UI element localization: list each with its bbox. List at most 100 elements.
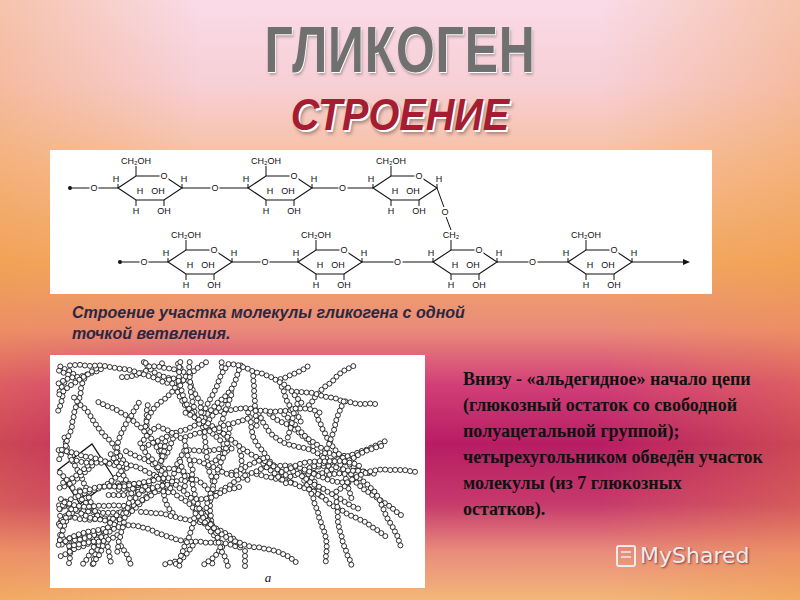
glucose-bead <box>233 539 238 544</box>
glucose-bead <box>327 459 332 464</box>
glucose-bead <box>363 401 368 406</box>
glucose-bead <box>325 477 330 482</box>
glucose-bead <box>316 510 321 515</box>
glucose-bead <box>187 370 192 375</box>
glucose-bead <box>288 474 293 479</box>
glucose-bead <box>335 519 340 524</box>
glucose-bead <box>347 557 352 562</box>
glucose-bead <box>250 369 255 374</box>
glucose-bead <box>236 419 241 424</box>
atom-label: H <box>230 248 239 258</box>
glucose-bead <box>317 459 322 464</box>
glucose-bead <box>337 471 342 476</box>
glucose-bead <box>57 392 62 397</box>
glucose-bead <box>86 540 91 545</box>
glucose-bead <box>189 394 194 399</box>
glucose-bead <box>96 400 101 405</box>
glucose-bead <box>124 449 129 454</box>
glucose-bead <box>159 511 164 516</box>
glucose-bead <box>66 434 71 439</box>
glucose-bead <box>190 399 195 404</box>
glucose-bead <box>226 362 231 367</box>
glucose-bead <box>221 455 226 460</box>
glucose-bead <box>184 448 189 453</box>
glucose-bead <box>309 390 314 395</box>
atom-label: H <box>495 248 504 258</box>
glucose-bead <box>107 365 112 370</box>
glucose-bead <box>131 486 136 491</box>
atom-label: H <box>360 248 369 258</box>
atom-label: OH <box>206 280 222 290</box>
glucose-bead <box>129 374 134 379</box>
glucose-bead <box>217 447 222 452</box>
glucose-bead <box>283 408 288 413</box>
glucose-bead <box>56 381 61 386</box>
glucose-bead <box>379 444 384 449</box>
glucose-bead <box>57 538 62 543</box>
atom-label: CH₂OH <box>250 156 282 166</box>
glucose-bead <box>395 533 400 538</box>
glucose-bead <box>97 484 102 489</box>
bond <box>266 166 267 176</box>
glucose-bead <box>206 463 211 468</box>
bridge-oxygen-label: O <box>139 257 148 267</box>
glucose-bead <box>151 478 156 483</box>
glucose-bead <box>336 524 341 529</box>
glucose-bead <box>107 554 112 559</box>
glucose-bead <box>188 390 193 395</box>
glucose-bead <box>358 402 363 407</box>
glucose-bead <box>168 560 173 565</box>
glucose-bead <box>101 510 106 515</box>
glucose-bead <box>96 528 101 533</box>
glucose-bead <box>382 439 387 444</box>
glucose-bead <box>252 383 257 388</box>
glucose-bead <box>155 484 160 489</box>
glucose-bead <box>332 459 337 464</box>
glucose-bead <box>195 501 200 506</box>
glucose-bead <box>57 538 62 543</box>
glucose-bead <box>203 445 208 450</box>
glucose-bead <box>154 511 159 516</box>
glucose-bead <box>357 463 362 468</box>
glucose-bead <box>125 506 130 511</box>
atom-label: H <box>180 174 189 184</box>
glucose-bead <box>235 372 240 377</box>
glucose-bead <box>239 458 244 463</box>
glucose-bead <box>106 503 111 508</box>
glucose-bead <box>349 496 354 501</box>
glucose-bead <box>162 449 167 454</box>
chain-continuation <box>632 262 684 263</box>
glucose-bead <box>162 444 167 449</box>
glucose-bead <box>243 564 248 569</box>
glucose-bead <box>317 410 322 415</box>
glucose-bead <box>132 369 137 374</box>
glucose-bead <box>118 535 123 540</box>
glucose-bead <box>93 456 98 461</box>
glucose-bead <box>78 362 83 367</box>
atom-label: H <box>391 186 400 196</box>
glucose-bead <box>319 393 324 398</box>
glucose-bead <box>232 486 237 491</box>
glucose-bead <box>192 492 197 497</box>
glucose-bead <box>288 425 293 430</box>
glucose-bead <box>59 533 64 538</box>
glucose-bead <box>236 363 241 368</box>
glucose-bead <box>254 423 259 428</box>
glucose-bead <box>191 521 196 526</box>
atom-label: H <box>451 260 460 270</box>
glucose-bead <box>305 364 310 369</box>
glucose-bead <box>282 441 287 446</box>
atom-label: H <box>136 186 145 196</box>
glucose-bead <box>190 482 195 487</box>
glucose-bead <box>169 441 174 446</box>
glucose-bead <box>291 443 296 448</box>
slide-title: ГЛИКОГЕН <box>88 14 712 86</box>
glucose-bead <box>96 503 101 508</box>
atom-label: H <box>182 280 191 290</box>
glucose-bead <box>122 515 127 520</box>
glucose-bead <box>299 390 304 395</box>
glucose-bead <box>105 544 110 549</box>
atom-label: H <box>582 280 591 290</box>
glucose-bead <box>202 461 207 466</box>
